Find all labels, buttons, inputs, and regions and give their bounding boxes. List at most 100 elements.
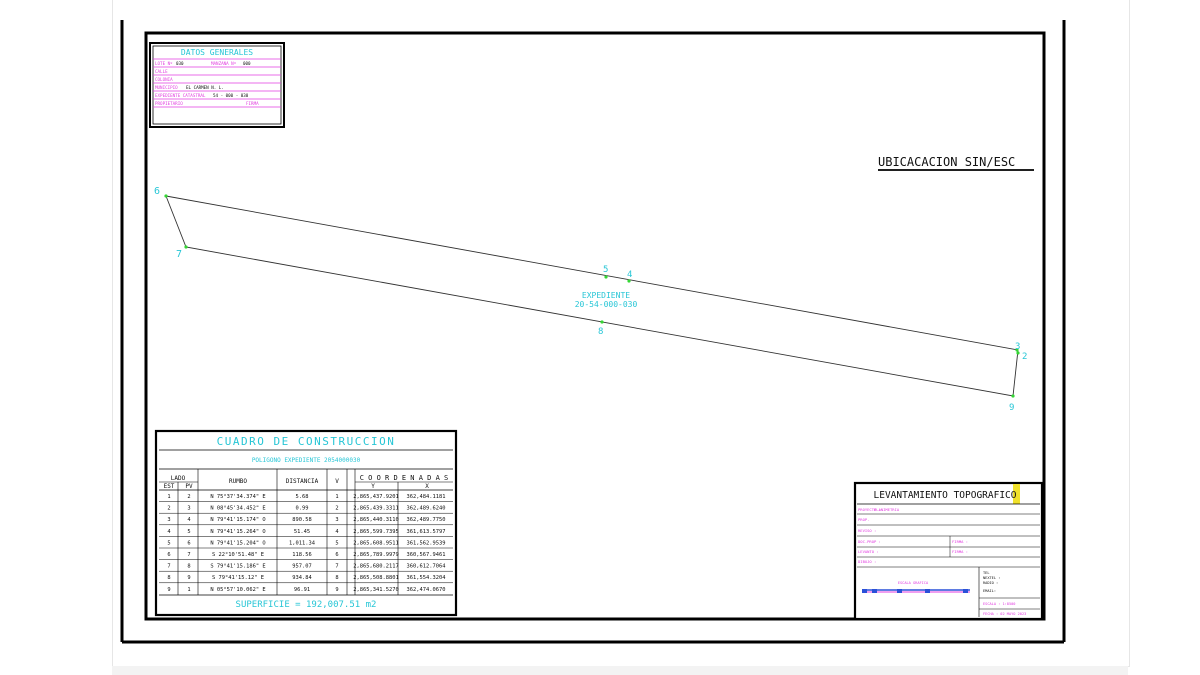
propietario-label: PROPIETARIO — [155, 101, 183, 106]
table-cell-v: 8 — [335, 575, 338, 581]
vertex-label-8: 8 — [598, 327, 603, 337]
table-cell-pv: 3 — [187, 506, 190, 512]
escala-label: ESCALA : 1:8500 — [983, 602, 1015, 606]
table-cell-coord-y: 2,865,508.8801 — [353, 575, 398, 581]
table-cell-rumbo: S 79°41'15.12" E — [212, 575, 264, 581]
vertex-8-point — [600, 320, 604, 324]
table-cell-v: 7 — [335, 564, 338, 570]
graphic-scale: ESCALA GRAFICA — [862, 581, 970, 593]
email-label: EMAIL: — [983, 589, 996, 593]
levanto-label: LEVANTO : — [858, 549, 879, 554]
table-cell-coord-y: 2,865,440.3110 — [353, 517, 398, 523]
expediente-catastral-label: EXPEDIENTE CATASTRAL — [155, 93, 206, 98]
table-cell-distancia: 890.58 — [292, 517, 311, 523]
table-cell-coord-x: 360,567.9461 — [407, 552, 446, 558]
lote-value: 030 — [176, 61, 184, 66]
viewer-gutter — [112, 666, 1128, 675]
calle-label: CALLE — [155, 69, 168, 74]
header-coordenadas: C O O R D E N A D A S — [360, 474, 449, 482]
table-cell-distancia: 118.56 — [292, 552, 311, 558]
table-cell-coord-x: 361,562.9539 — [407, 540, 446, 546]
dibujo-label: DIBUJO : — [858, 559, 876, 564]
table-cell-est: 8 — [167, 575, 170, 581]
tel-label: TEL — [983, 571, 990, 575]
table-cell-rumbo: S 79°41'15.186" E — [210, 564, 265, 570]
table-cell-distancia: 957.07 — [292, 564, 311, 570]
vertex-label-3: 3 — [1015, 342, 1020, 352]
table-cell-v: 6 — [335, 552, 338, 558]
table-cell-pv: 9 — [187, 575, 190, 581]
vertex-6-point — [164, 194, 168, 198]
datos-generales-box: DATOS GENERALES LOTE Nº 030 MANZANA Nº 0… — [149, 42, 285, 128]
table-cell-v: 4 — [335, 529, 338, 535]
table-cell-coord-x: 362,474.0670 — [407, 587, 446, 593]
vertex-9-point — [1011, 394, 1015, 398]
vertex-label-7: 7 — [176, 249, 182, 260]
table-cell-distancia: 96.91 — [294, 587, 310, 593]
header-distancia: DISTANCIA — [286, 478, 319, 485]
firma-2-label: FIRMA : — [952, 549, 968, 554]
propietario-firma-label: FIRMA — [246, 101, 259, 106]
table-cell-rumbo: N 79°41'15.264" O — [210, 529, 265, 535]
table-cell-coord-y: 2,865,789.9979 — [353, 552, 398, 558]
header-x: X — [425, 483, 429, 490]
nextel-label: NEXTEL : — [983, 576, 1000, 580]
manzana-value: 000 — [243, 61, 251, 66]
table-cell-pv: 5 — [187, 529, 190, 535]
superficie-total: SUPERFICIE = 192,007.51 m2 — [236, 600, 377, 610]
colonia-label: COLONIA — [155, 77, 173, 82]
header-v: V — [335, 478, 339, 485]
table-cell-pv: 2 — [187, 494, 190, 500]
header-est: EST — [164, 483, 175, 490]
table-cell-pv: 4 — [187, 517, 190, 523]
vertex-label-5: 5 — [603, 265, 608, 275]
expediente-number: 20-54-000-030 — [575, 300, 638, 309]
table-cell-coord-y: 2,865,599.7395 — [353, 529, 398, 535]
table-cell-rumbo: N 79°41'15.204" O — [210, 540, 265, 546]
table-cell-v: 5 — [335, 540, 338, 546]
header-lado: LADO — [171, 475, 186, 482]
table-cell-coord-x: 362,489.7750 — [407, 517, 446, 523]
table-cell-coord-x: 362,484.1181 — [407, 494, 446, 500]
table-cell-coord-y: 2,865,680.2117 — [353, 564, 398, 570]
table-cell-est: 5 — [167, 540, 170, 546]
vertex-5-point — [604, 275, 608, 279]
firma-1-label: FIRMA : — [952, 539, 968, 544]
reviso-label: REVISO : — [858, 528, 876, 533]
datos-generales-title: DATOS GENERALES — [181, 48, 253, 57]
table-cell-coord-y: 2,865,439.3311 — [353, 506, 398, 512]
vertex-4-point — [627, 279, 631, 283]
municipio-label: MUNICIPIO — [155, 85, 178, 90]
table-cell-est: 7 — [167, 564, 170, 570]
survey-polygon: 6 7 5 4 8 3 2 9 EXPEDIENTE 20-54-000-030 — [154, 186, 1027, 413]
manzana-label: MANZANA Nº — [211, 61, 237, 66]
table-cell-distancia: 934.84 — [292, 575, 311, 581]
table-cell-est: 6 — [167, 552, 170, 558]
doc-prop-label: DOC.PROP : — [858, 539, 881, 544]
svg-text:UBICACACION SIN/ESC: UBICACACION SIN/ESC — [878, 155, 1015, 169]
ubicacion-label: UBICACACION SIN/ESC — [878, 155, 1034, 171]
table-cell-v: 2 — [335, 506, 338, 512]
vertex-7-point — [184, 245, 188, 249]
table-cell-coord-x: 360,612.7064 — [407, 564, 446, 570]
table-cell-pv: 1 — [187, 587, 190, 593]
svg-text:ESCALA GRAFICA: ESCALA GRAFICA — [898, 581, 929, 585]
table-cell-est: 3 — [167, 517, 170, 523]
vertex-label-2: 2 — [1022, 352, 1027, 362]
cuadro-subtitle: POLIGONO EXPEDIENTE 2054000030 — [252, 457, 361, 464]
vertex-3-point — [1015, 348, 1019, 352]
table-cell-distancia: 0.99 — [296, 506, 309, 512]
municipio-value: EL CARMEN N. L. — [186, 85, 224, 90]
lote-label: LOTE Nº — [155, 61, 173, 66]
title-block-title: LEVANTAMIENTO TOPOGRAFICO — [874, 490, 1017, 501]
table-cell-pv: 7 — [187, 552, 190, 558]
vertex-label-4: 4 — [627, 270, 632, 280]
header-y: Y — [371, 483, 375, 490]
cuadro-construccion-table: CUADRO DE CONSTRUCCION POLIGONO EXPEDIEN… — [154, 429, 458, 617]
table-cell-v: 1 — [335, 494, 338, 500]
table-cell-coord-x: 361,554.3204 — [407, 575, 446, 581]
header-pv: PV — [185, 483, 193, 490]
table-cell-rumbo: N 79°41'15.174" O — [210, 517, 265, 523]
proyecto-value: PLANIMETRIA — [874, 507, 900, 512]
